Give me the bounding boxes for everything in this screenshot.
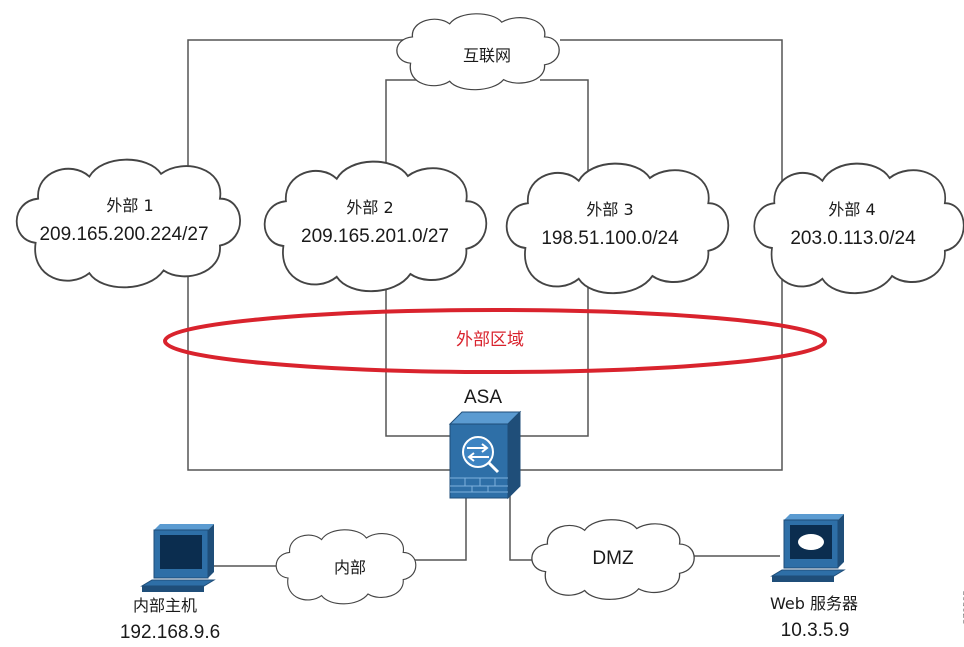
links: [187, 39, 783, 567]
link-ext2-asa: [385, 285, 450, 437]
external-1-subnet: 209.165.200.224/27: [39, 224, 209, 245]
external-2-subnet: 209.165.201.0/27: [301, 226, 449, 247]
external-4-subnet: 203.0.113.0/24: [790, 228, 916, 249]
dmz-network-label: DMZ: [592, 548, 634, 569]
web-server-computer-icon: [770, 514, 846, 582]
inside-network-label: 内部: [333, 558, 366, 577]
inside-host-ip: 192.168.9.6: [119, 622, 221, 643]
outside-zone-label: 外部区域: [456, 330, 524, 350]
outside-zone-ellipse: [163, 308, 827, 374]
link-internet-ext3: [540, 79, 589, 180]
inside-host-computer-icon: [140, 524, 216, 592]
link-asa-dmz: [509, 496, 532, 561]
link-ext4-asa: [520, 272, 783, 471]
internet-label: 互联网: [462, 46, 511, 65]
asa-label: ASA: [463, 387, 503, 408]
inside-host-label: 内部主机: [132, 596, 197, 615]
link-internet-ext1: [187, 39, 410, 190]
external-4-label: 外部 4: [828, 200, 876, 219]
link-ext1-asa: [187, 272, 450, 471]
link-internet-ext4: [560, 39, 783, 190]
link-ext3-asa: [520, 285, 589, 437]
external-2-label: 外部 2: [346, 198, 394, 217]
link-asa-inside: [408, 496, 467, 561]
web-server-label: Web 服务器: [770, 594, 858, 613]
external-1-label: 外部 1: [106, 196, 154, 215]
external-3-subnet: 198.51.100.0/24: [541, 228, 679, 249]
web-server-ip: 10.3.5.9: [780, 620, 850, 641]
asa-firewall-icon: [448, 410, 522, 500]
external-3-label: 外部 3: [586, 200, 634, 219]
